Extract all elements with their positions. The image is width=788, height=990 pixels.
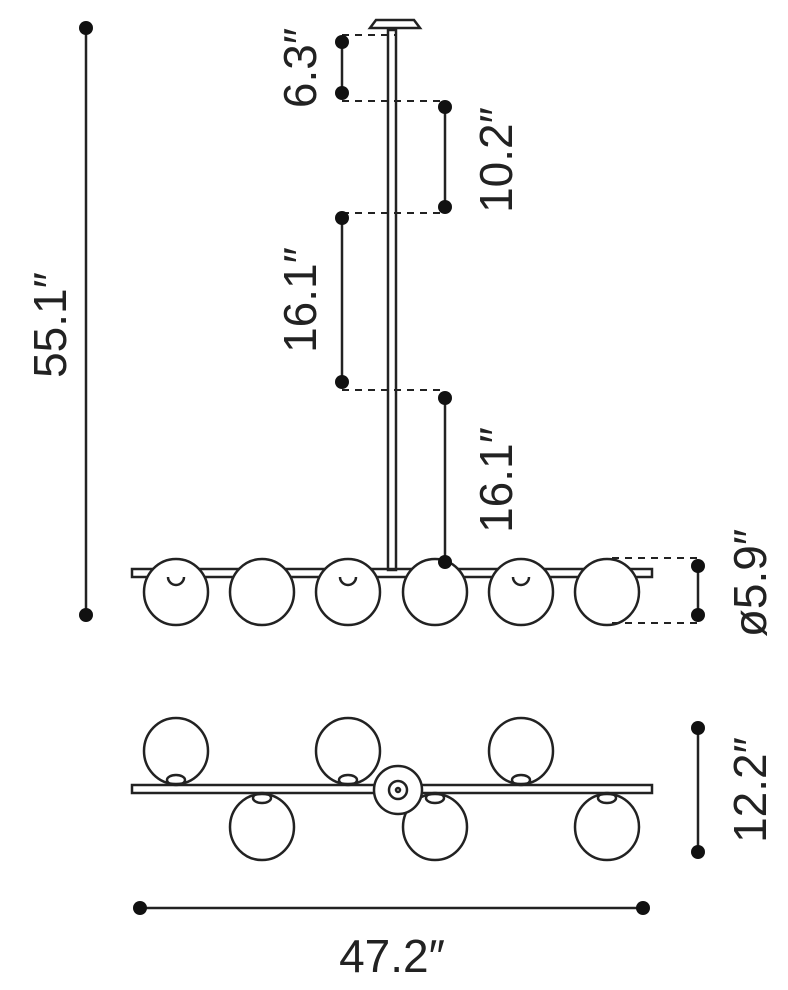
socket — [511, 576, 531, 587]
depth-dimension: 12.2″ — [691, 721, 776, 859]
overall-height-label: 55.1″ — [24, 272, 76, 378]
canopy-top — [372, 764, 424, 816]
globe-diameter-label: ø5.9″ — [724, 529, 776, 637]
socket — [251, 791, 273, 805]
segment-3-label: 16.1″ — [274, 247, 326, 353]
socket — [424, 791, 446, 805]
socket — [166, 576, 186, 587]
width-label: 47.2″ — [339, 930, 445, 982]
globe — [228, 557, 296, 627]
arm-bar — [130, 567, 654, 579]
socket — [596, 791, 618, 805]
globe — [142, 557, 210, 627]
overall-height-dimension: 55.1″ — [24, 21, 93, 622]
canopy — [367, 18, 423, 30]
socket — [338, 576, 358, 587]
segment-1-label: 6.3″ — [274, 28, 326, 108]
top-view-fixture — [130, 716, 654, 862]
side-view-fixture — [130, 18, 654, 627]
downrod — [386, 28, 398, 572]
rod-segment-dimensions: 6.3″ 10.2″ 16.1″ 16.1″ — [274, 28, 522, 569]
globe — [573, 557, 641, 627]
globe-diameter-dimension: ø5.9″ — [612, 529, 776, 637]
depth-label: 12.2″ — [724, 737, 776, 843]
width-dimension: 47.2″ — [133, 901, 650, 982]
globe — [401, 557, 469, 627]
segment-2-label: 10.2″ — [470, 107, 522, 213]
globe — [314, 557, 382, 627]
segment-4-label: 16.1″ — [470, 427, 522, 533]
globe — [487, 557, 555, 627]
